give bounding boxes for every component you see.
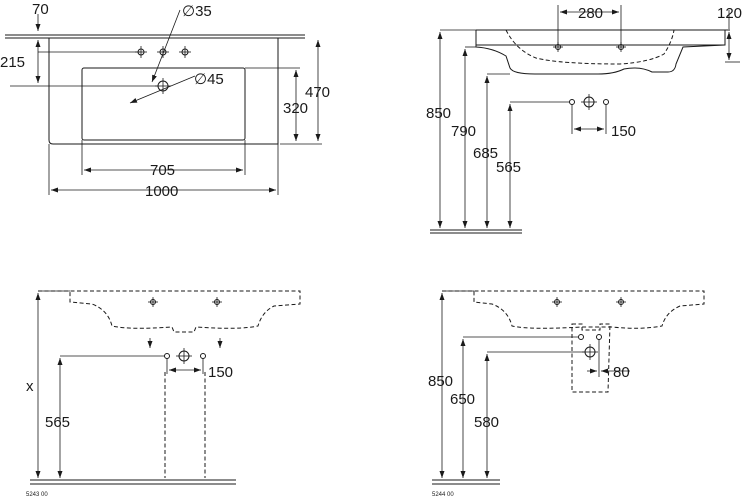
- dim-dia35-label: ∅35: [182, 3, 212, 20]
- dim-215-label: 215: [0, 54, 25, 71]
- top-view: 70 ∅35 215 ∅45 470 320 705 1000: [0, 1, 330, 200]
- dim-565-label: 565: [45, 414, 70, 431]
- dim-150-label: 150: [611, 123, 636, 140]
- dim-x-label: x: [26, 378, 34, 395]
- dim-850-label: 850: [428, 373, 453, 390]
- side-waste-left-icon: [569, 99, 575, 105]
- tap-hole-center-icon: [157, 46, 169, 58]
- ped-tap-right-icon: [212, 297, 222, 307]
- dim-150-label: 150: [208, 364, 233, 381]
- dim-790-label: 790: [451, 123, 476, 140]
- side-waste-right-icon: [603, 99, 609, 105]
- dim-1000-label: 1000: [145, 183, 178, 200]
- semi-floor: [432, 479, 500, 485]
- product-code-label: 5244 00: [432, 492, 454, 498]
- semi-waste-right-icon: [596, 334, 602, 340]
- dim-320-label: 320: [283, 100, 308, 117]
- dim-685-label: 685: [473, 145, 498, 162]
- dim-120-label: 120: [717, 5, 742, 22]
- side-view: 280 120 850 790 685 565 150: [426, 5, 742, 234]
- semi-waste-center-icon: [582, 344, 598, 360]
- ped-floor: [30, 479, 236, 485]
- dim-580-label: 580: [474, 414, 499, 431]
- pedestal-view: x 565 150 5243 00: [26, 290, 301, 498]
- dim-70-label: 70: [32, 1, 49, 18]
- semi-tap-right-icon: [616, 297, 626, 307]
- side-floor: [430, 229, 522, 234]
- ped-waste-right-icon: [200, 353, 206, 359]
- side-tap-left-icon: [553, 42, 563, 52]
- ped-waste-left-icon: [164, 353, 170, 359]
- ped-tap-left-icon: [148, 297, 158, 307]
- semi-waste-left-icon: [578, 334, 584, 340]
- semi-pedestal-view: 850 650 580 80 5244 00: [428, 290, 705, 498]
- dim-705-label: 705: [150, 162, 175, 179]
- tap-hole-right-icon: [179, 46, 191, 58]
- semi-tap-left-icon: [552, 297, 562, 307]
- dim-280-label: 280: [578, 5, 603, 22]
- dim-dia45-label: ∅45: [194, 71, 224, 88]
- dim-850-label: 850: [426, 105, 451, 122]
- dim-565-label: 565: [496, 159, 521, 176]
- ped-waste-center-icon: [176, 348, 192, 364]
- side-waste-center-icon: [581, 94, 597, 110]
- dim-80-label: 80: [613, 364, 630, 381]
- product-code-label: 5243 00: [26, 492, 48, 498]
- dim-470-label: 470: [305, 84, 330, 101]
- dim-650-label: 650: [450, 391, 475, 408]
